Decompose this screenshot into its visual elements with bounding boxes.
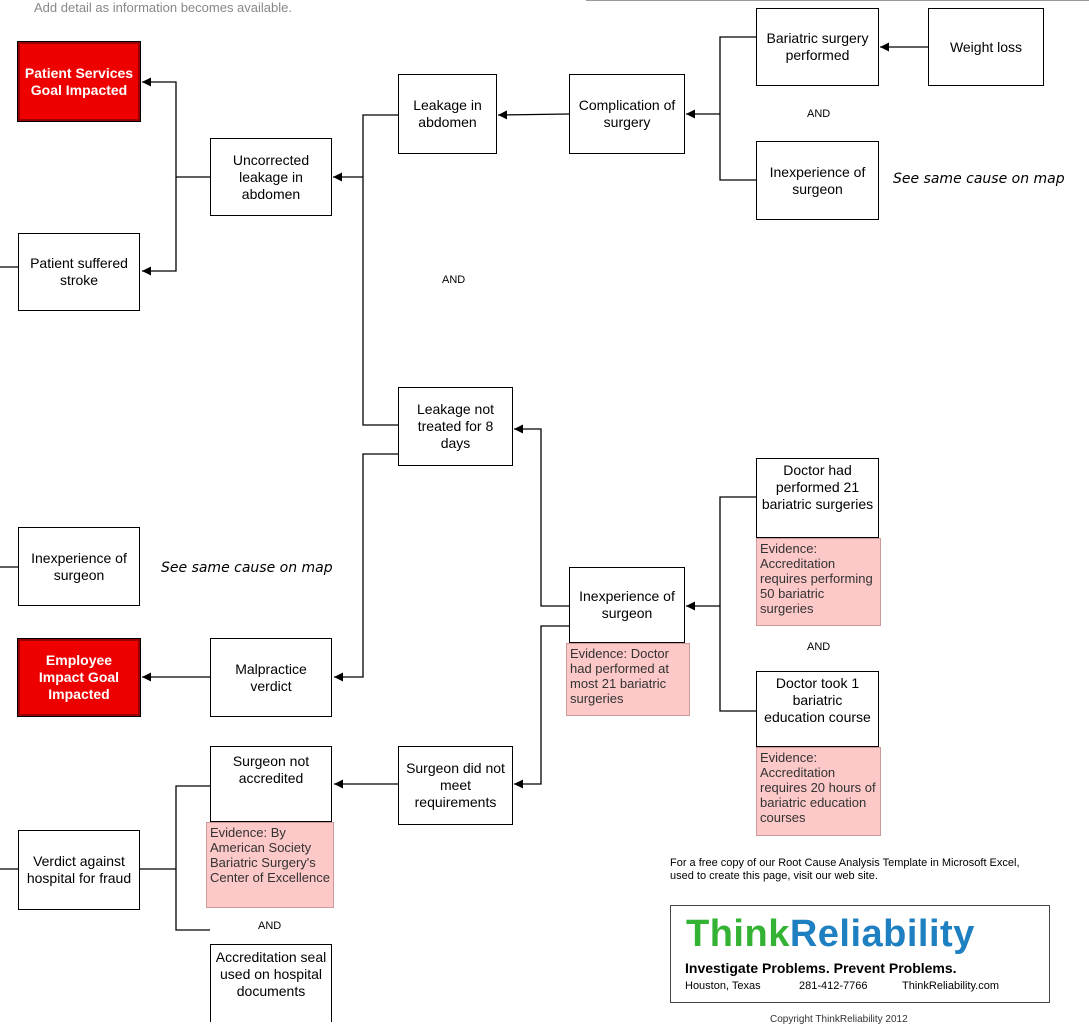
node-doctor-21[interactable]: Doctor had performed 21 bariatric surger… <box>756 458 879 538</box>
node-malpractice[interactable]: Malpractice verdict <box>210 638 332 717</box>
node-doctor-course[interactable]: Doctor took 1 bariatric education course <box>756 671 879 747</box>
contact-website[interactable]: ThinkReliability.com <box>902 980 999 992</box>
goal-employee-impact[interactable]: Employee Impact Goal Impacted <box>18 639 140 716</box>
node-patient-stroke[interactable]: Patient suffered stroke <box>18 233 140 311</box>
and-label-accredited: AND <box>258 920 282 932</box>
node-inexperience-left[interactable]: Inexperience of surgeon <box>18 527 140 606</box>
thinkreliability-logo: ThinkReliability <box>686 914 975 954</box>
node-surgeon-requirements[interactable]: Surgeon did not meet requirements <box>398 746 513 825</box>
free-copy-text: For a free copy of our Root Cause Analys… <box>670 857 1020 882</box>
node-weight-loss[interactable]: Weight loss <box>928 8 1044 86</box>
node-inexperience-mid[interactable]: Inexperience of surgeon <box>569 567 685 643</box>
evidence-doctor-course: Evidence: Accreditation requires 20 hour… <box>756 747 881 836</box>
logo-reliability: Reliability <box>789 913 975 955</box>
see-same-cause-note-left: See same cause on map <box>161 560 333 576</box>
see-same-cause-note-top: See same cause on map <box>893 171 1065 187</box>
copyright-text: Copyright ThinkReliability 2012 <box>770 1014 908 1025</box>
evidence-inexperience-mid: Evidence: Doctor had performed at most 2… <box>566 643 690 716</box>
node-leakage-not-treated[interactable]: Leakage not treated for 8 days <box>398 387 513 466</box>
node-bariatric-performed[interactable]: Bariatric surgery performed <box>756 8 879 86</box>
logo-think: Think <box>686 913 790 955</box>
node-uncorrected-leakage[interactable]: Uncorrected leakage in abdomen <box>210 138 332 216</box>
node-surgeon-not-accredited[interactable]: Surgeon not accredited <box>210 746 332 822</box>
logo-panel[interactable]: ThinkReliability Investigate Problems. P… <box>670 905 1050 1003</box>
node-leakage-abdomen[interactable]: Leakage in abdomen <box>398 74 497 154</box>
and-label-top: AND <box>807 108 831 120</box>
evidence-not-accredited: Evidence: By American Society Bariatric … <box>206 822 334 908</box>
instructions-text: Add detail as information becomes availa… <box>34 0 292 15</box>
and-label-doctor: AND <box>807 641 831 653</box>
goal-patient-services[interactable]: Patient Services Goal Impacted <box>18 42 140 121</box>
header-divider <box>586 0 1089 1</box>
and-label-middle: AND <box>442 274 466 286</box>
node-verdict-fraud[interactable]: Verdict against hospital for fraud <box>18 830 140 910</box>
contact-phone: 281-412-7766 <box>799 980 868 992</box>
node-accreditation-seal[interactable]: Accreditation seal used on hospital docu… <box>210 944 332 1022</box>
evidence-doctor-21: Evidence: Accreditation requires perform… <box>756 538 881 626</box>
contact-city: Houston, Texas <box>685 980 761 992</box>
node-complication[interactable]: Complication of surgery <box>569 74 685 154</box>
tagline: Investigate Problems. Prevent Problems. <box>685 960 957 976</box>
node-inexperience-top[interactable]: Inexperience of surgeon <box>756 141 879 220</box>
